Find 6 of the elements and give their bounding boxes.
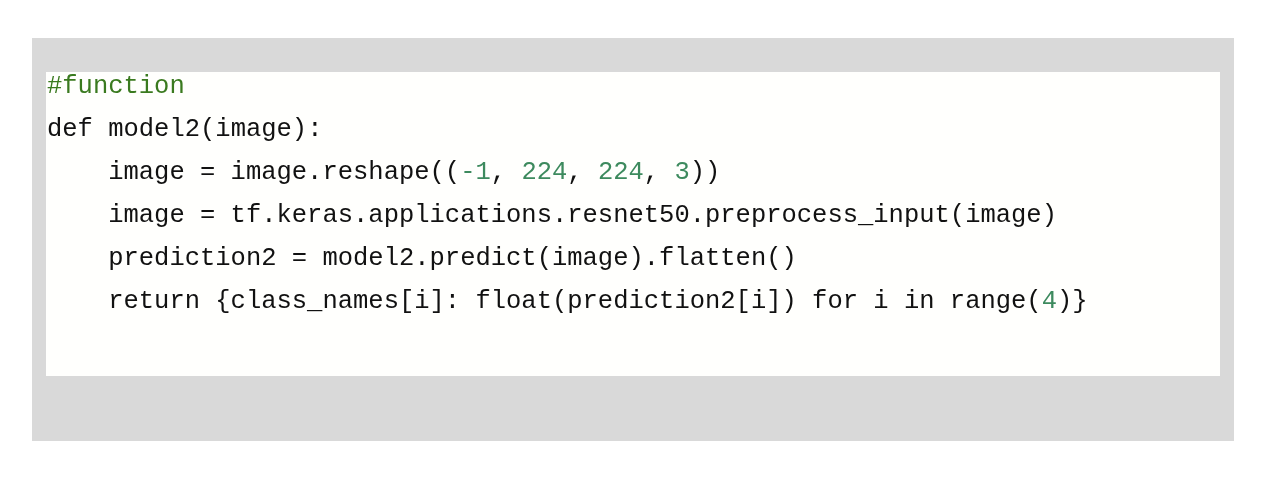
code-line: prediction2 = model2.predict(image).flatten() [108, 244, 797, 274]
code-comment: #function [47, 72, 185, 102]
code-line: return {class_names[i]: float(prediction2[i]) for i in range(4)} [108, 287, 1088, 317]
code-line: image = image.reshape((-1, 224, 224, 3)) [108, 158, 721, 188]
code-line: def model2(image): [47, 115, 323, 145]
code-line: image = tf.keras.applications.resnet50.preprocess_input(image) [108, 201, 1057, 231]
